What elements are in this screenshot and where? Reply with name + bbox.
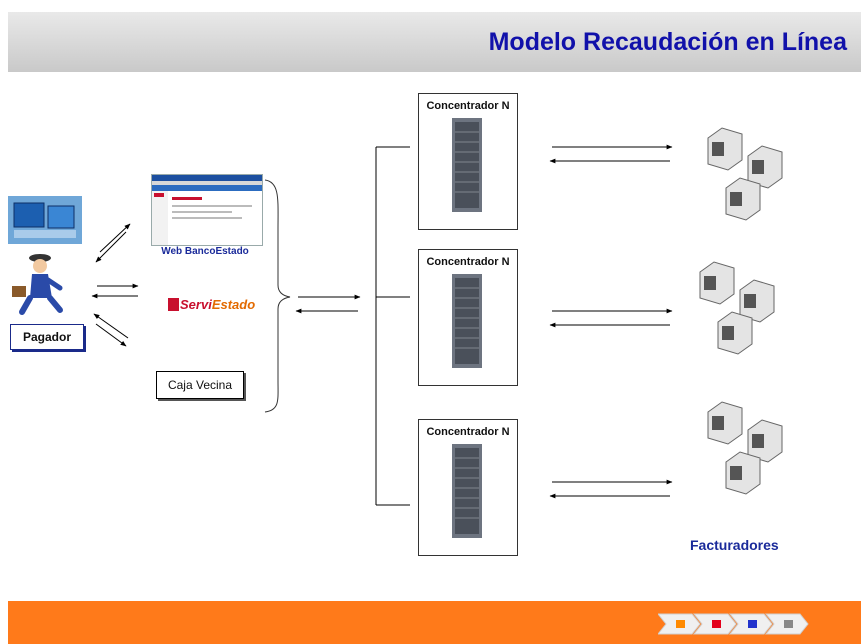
walking-man-icon: [12, 254, 63, 315]
serviestado-logo-suffix: Estado: [211, 297, 256, 312]
server-cluster-icon: [707, 127, 783, 221]
concentrator-label: Concentrador N: [426, 256, 510, 268]
caja-vecina-box: Caja Vecina: [156, 371, 244, 399]
pager-dot: [676, 620, 685, 628]
slide-title: Modelo Recaudación en Línea: [488, 28, 847, 56]
payer-channel-arrows: [91, 223, 139, 347]
concentrator-box: Concentrador N: [418, 419, 518, 556]
serviestado-logo: ServiEstado: [168, 297, 255, 312]
slide-header: Modelo Recaudación en Línea: [8, 12, 861, 72]
pager-dot: [784, 620, 793, 628]
pager-dot: [748, 620, 757, 628]
concentrator-box: Concentrador N: [418, 249, 518, 386]
server-cluster-icon: [707, 401, 783, 495]
web-bancoestado-screenshot: [151, 174, 263, 246]
server-cluster-icon: [699, 261, 775, 355]
channel-brace: [264, 179, 291, 413]
serviestado-icon: [168, 298, 179, 311]
pagador-box: Pagador: [10, 324, 84, 350]
concentrator-biller-arrows: [549, 144, 673, 499]
concentrator-label: Concentrador N: [426, 100, 510, 112]
serviestado-logo-prefix: Servi: [180, 297, 212, 312]
server-rack-icon: [452, 274, 482, 368]
brace-hub-arrows: [295, 294, 361, 314]
slide-pager-graphic: [658, 613, 809, 635]
slide-footer: [8, 601, 861, 644]
concentrator-label: Concentrador N: [426, 426, 510, 438]
concentrator-box: Concentrador N: [418, 93, 518, 230]
web-bancoestado-label: Web BancoEstado: [161, 246, 249, 257]
facturadores-label: Facturadores: [690, 537, 779, 553]
server-rack-icon: [452, 118, 482, 212]
computer-icon: [8, 196, 82, 244]
pager-dot: [712, 620, 721, 628]
server-rack-icon: [452, 444, 482, 538]
concentrator-bracket: [375, 146, 410, 506]
